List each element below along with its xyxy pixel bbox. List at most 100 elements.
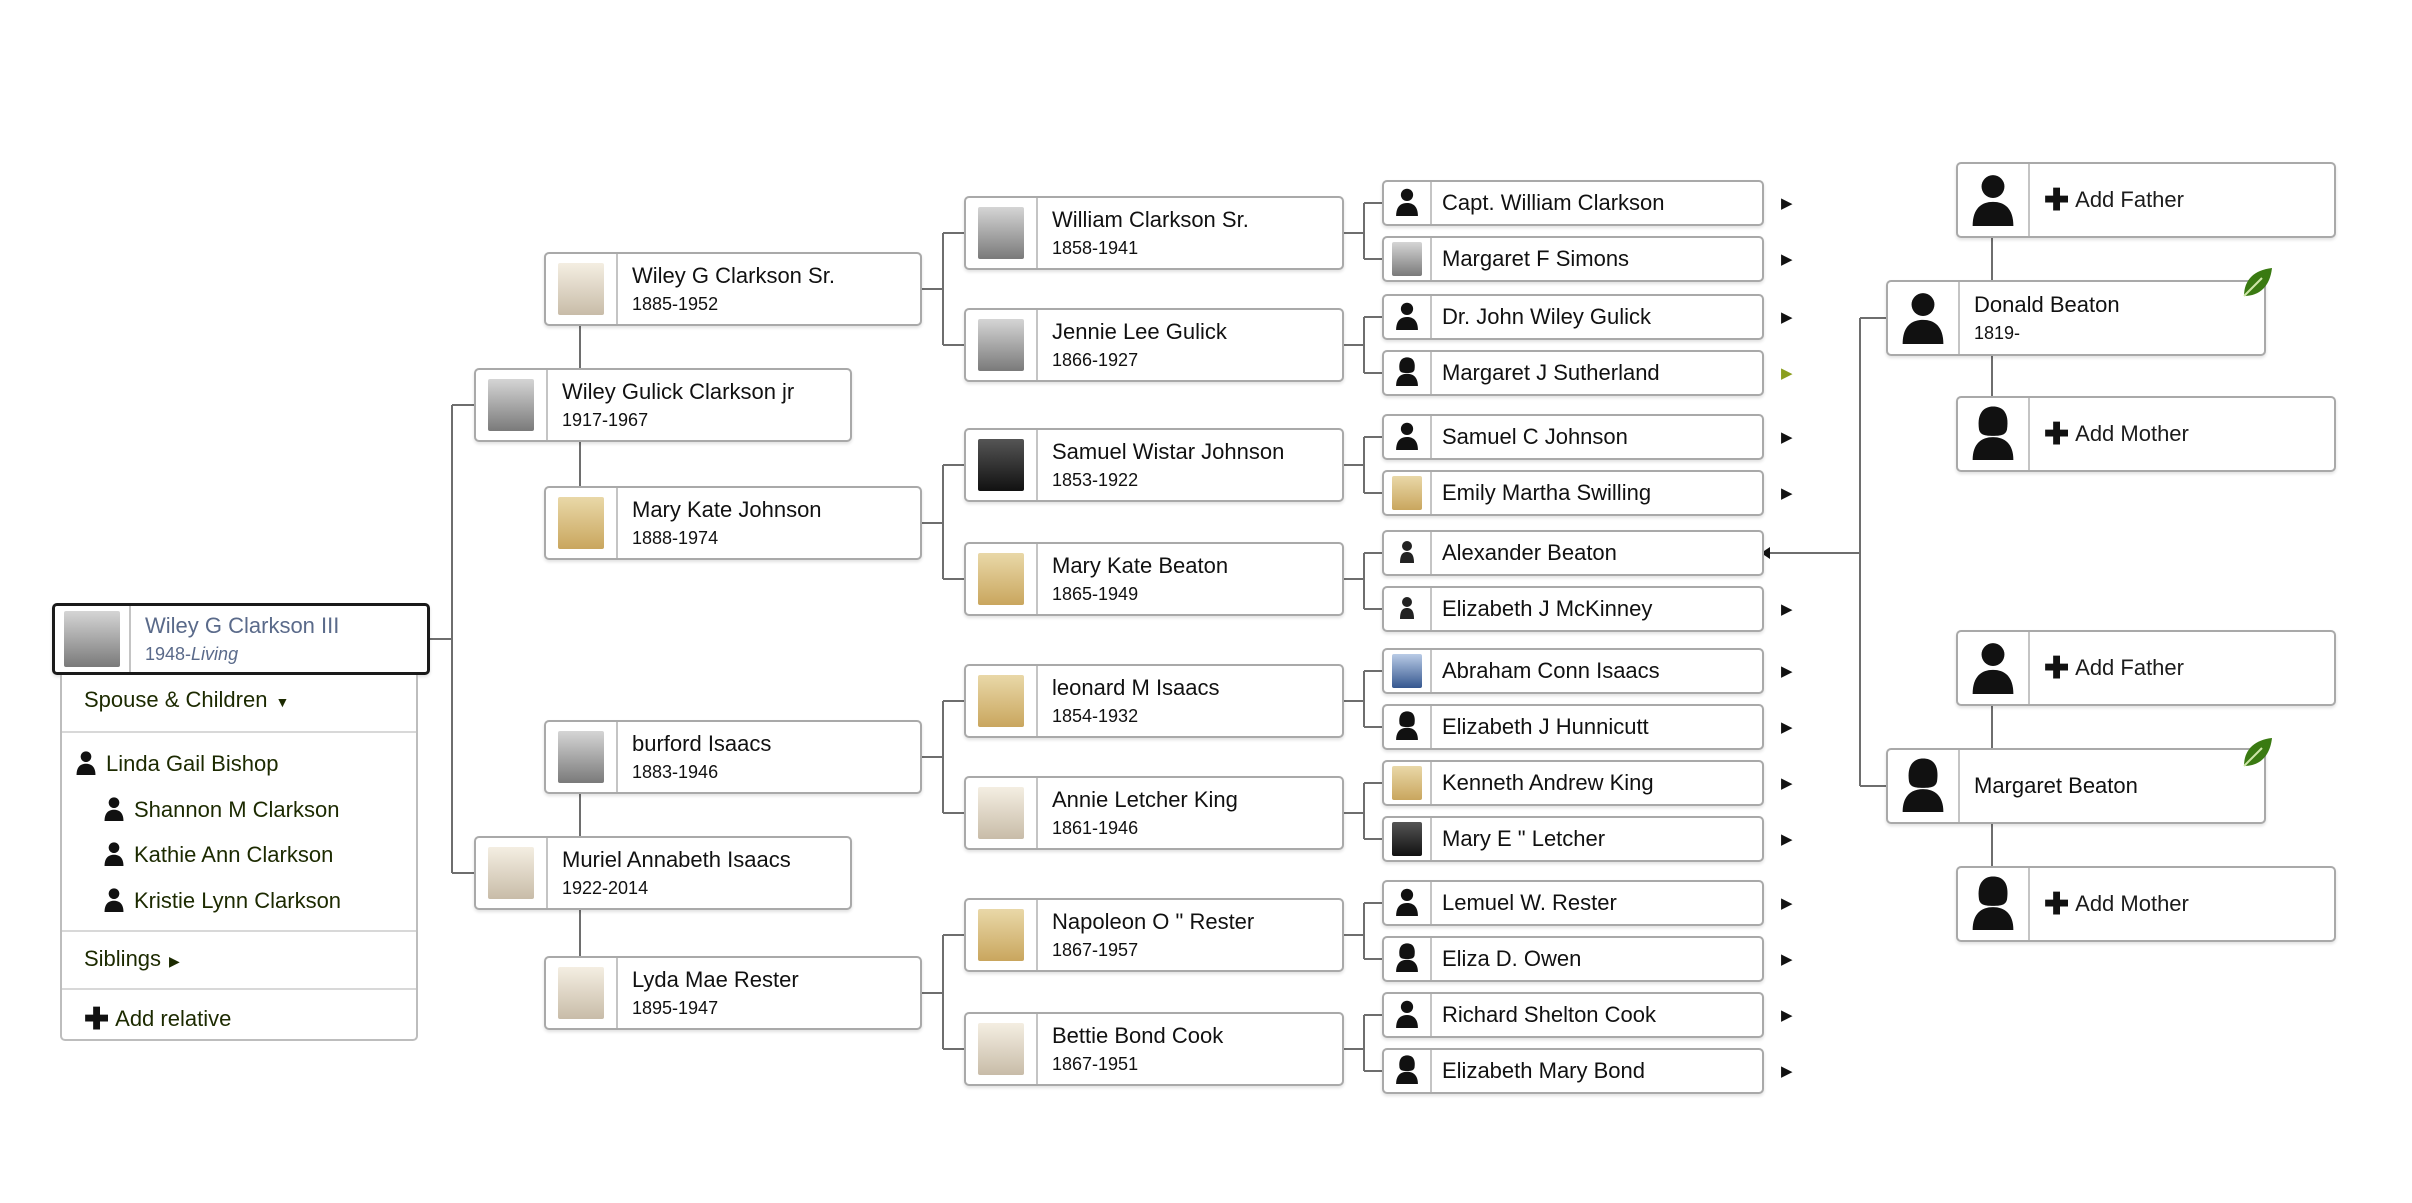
person-name: Alexander Beaton	[1442, 540, 1617, 565]
gg-grandparent-card[interactable]: Samuel C Johnson	[1382, 414, 1764, 460]
expand-arrow-icon[interactable]: ▶	[1781, 951, 1793, 968]
person-silhouette-icon	[1393, 356, 1421, 391]
expand-arrow-icon[interactable]: ▶	[1781, 663, 1793, 680]
plus-icon: ✚	[2044, 183, 2070, 217]
person-name: Mary Kate Beaton	[1052, 553, 1229, 578]
plus-icon: ✚	[84, 1003, 110, 1036]
person-photo	[488, 847, 534, 899]
parent-card[interactable]: Muriel Annabeth Isaacs 1922-2014	[474, 836, 852, 910]
grandparent-card[interactable]: Wiley G Clarkson Sr.1885-1952	[544, 252, 922, 326]
person-name: Dr. John Wiley Gulick	[1442, 304, 1652, 329]
person-name: Elizabeth J Hunnicutt	[1442, 714, 1649, 739]
root-person-card[interactable]: Wiley G Clarkson III 1948-Living	[52, 603, 430, 675]
person-photo	[1395, 593, 1419, 626]
parent-card[interactable]: Wiley Gulick Clarkson jr 1917-1967	[474, 368, 852, 442]
person-photo	[1392, 654, 1422, 688]
expand-arrow-icon[interactable]: ▶	[1781, 365, 1793, 382]
expand-arrow-icon[interactable]: ▶	[1781, 775, 1793, 792]
hint-leaf-icon[interactable]	[2240, 736, 2274, 770]
person-dates: 1922-2014	[562, 878, 649, 898]
person-photo	[1392, 822, 1422, 856]
expand-arrow-icon[interactable]: ▶	[1781, 195, 1793, 212]
expand-arrow-icon[interactable]: ▶	[1781, 429, 1793, 446]
expand-arrow-icon[interactable]: ▶	[1781, 309, 1793, 326]
person-dates: 1819-	[1974, 323, 2021, 343]
person-silhouette-icon	[1897, 288, 1949, 349]
gg-grandparent-card[interactable]: Margaret F Simons	[1382, 236, 1764, 282]
expand-arrow-icon[interactable]: ▶	[1781, 831, 1793, 848]
person-silhouette-icon	[74, 749, 98, 781]
spouse-children-toggle[interactable]: Spouse & Children▼	[84, 687, 290, 712]
child-link[interactable]: Shannon M Clarkson	[62, 795, 456, 827]
child-link[interactable]: Kristie Lynn Clarkson	[62, 886, 456, 918]
person-silhouette-icon	[1393, 1054, 1421, 1089]
hint-leaf-icon[interactable]	[2240, 266, 2274, 300]
person-silhouette-icon	[102, 886, 126, 918]
expand-arrow-icon[interactable]: ▶	[1781, 895, 1793, 912]
person-dates: 1854-1932	[1052, 706, 1139, 726]
person-silhouette-icon	[1393, 186, 1421, 221]
person-name: Muriel Annabeth Isaacs	[562, 847, 791, 872]
gg-grandparent-card[interactable]: Richard Shelton Cook	[1382, 992, 1764, 1038]
person-photo	[978, 439, 1024, 491]
person-silhouette-icon	[102, 795, 126, 827]
person-silhouette-icon	[1393, 300, 1421, 335]
margaret-beaton-card[interactable]: Margaret Beaton	[1886, 748, 2266, 824]
gg-grandparent-card[interactable]: Eliza D. Owen	[1382, 936, 1764, 982]
spouse-link[interactable]: Linda Gail Bishop	[62, 749, 428, 781]
gg-grandparent-card[interactable]: Elizabeth J Hunnicutt	[1382, 704, 1764, 750]
person-name: burford Isaacs	[632, 731, 772, 756]
person-name: Eliza D. Owen	[1442, 946, 1582, 971]
gg-grandparent-card[interactable]: Capt. William Clarkson	[1382, 180, 1764, 226]
person-dates: 1861-1946	[1052, 818, 1139, 838]
gg-grandparent-card[interactable]: Elizabeth Mary Bond	[1382, 1048, 1764, 1094]
add-relative-button[interactable]: ✚Add relative	[84, 1003, 232, 1036]
gg-grandparent-card[interactable]: Dr. John Wiley Gulick	[1382, 294, 1764, 340]
gg-grandparent-card[interactable]: Margaret J Sutherland	[1382, 350, 1764, 396]
person-photo	[978, 1023, 1024, 1075]
person-name: Richard Shelton Cook	[1442, 1002, 1657, 1027]
gg-grandparent-card[interactable]: Lemuel W. Rester	[1382, 880, 1764, 926]
add-mother-button[interactable]: ✚Add Mother	[1956, 396, 2336, 472]
expand-arrow-icon[interactable]: ▶	[1781, 251, 1793, 268]
add-father-button[interactable]: ✚Add Father	[1956, 630, 2336, 706]
gg-grandparent-card[interactable]: Alexander Beaton	[1382, 530, 1764, 576]
person-photo	[558, 497, 604, 549]
child-link[interactable]: Kathie Ann Clarkson	[62, 840, 456, 872]
expand-arrow-icon[interactable]: ▶	[1781, 485, 1793, 502]
collapse-arrow-icon[interactable]	[1761, 547, 1770, 559]
gg-grandparent-card[interactable]: Abraham Conn Isaacs	[1382, 648, 1764, 694]
add-father-button[interactable]: ✚Add Father	[1956, 162, 2336, 238]
expand-arrow-icon[interactable]: ▶	[1781, 1007, 1793, 1024]
gg-grandparent-card[interactable]: Emily Martha Swilling	[1382, 470, 1764, 516]
person-photo	[1395, 537, 1419, 570]
expand-arrow-icon[interactable]: ▶	[1781, 719, 1793, 736]
person-name: Wiley Gulick Clarkson jr	[562, 379, 795, 404]
gg-grandparent-card[interactable]: Kenneth Andrew King	[1382, 760, 1764, 806]
person-name: Margaret Beaton	[1974, 773, 2138, 798]
person-dates: 1917-1967	[562, 410, 649, 430]
gg-grandparent-card[interactable]: Elizabeth J McKinney	[1382, 586, 1764, 632]
person-name: Wiley G Clarkson Sr.	[632, 263, 835, 288]
expand-arrow-icon[interactable]: ▶	[1781, 1063, 1793, 1080]
great-grandparent-card[interactable]: William Clarkson Sr.1858-1941	[964, 196, 1344, 270]
person-photo	[978, 909, 1024, 961]
person-name: Margaret F Simons	[1442, 246, 1630, 271]
siblings-toggle[interactable]: Siblings▶	[84, 946, 180, 971]
person-photo	[978, 787, 1024, 839]
add-mother-button[interactable]: ✚Add Mother	[1956, 866, 2336, 942]
expand-arrow-icon[interactable]: ▶	[1781, 601, 1793, 618]
gg-grandparent-card[interactable]: Mary E " Letcher	[1382, 816, 1764, 862]
